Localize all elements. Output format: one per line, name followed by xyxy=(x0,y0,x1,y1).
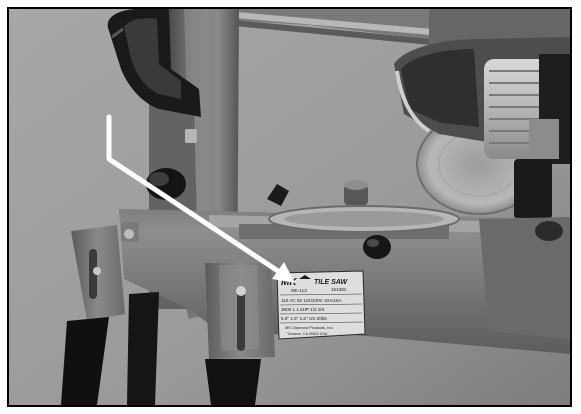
nameplate-footer: Torrance, CA 90503 USA xyxy=(287,332,328,336)
nameplate-maker: MK Diamond Products, Inc. xyxy=(285,325,334,330)
photo-frame: MK TILE SAW 151381 MK-113 110 AC 60 115/… xyxy=(7,7,572,407)
nameplate: MK TILE SAW 151381 MK-113 110 AC 60 115/… xyxy=(276,270,366,340)
overhead-rail xyxy=(199,9,570,49)
frame-end xyxy=(479,217,570,339)
right-leg xyxy=(205,263,275,405)
nameplate-code: 151381 xyxy=(331,287,347,292)
tile-saw-photo: MK TILE SAW 151381 MK-113 110 AC 60 115/… xyxy=(9,9,570,405)
left-leg xyxy=(61,222,159,405)
mk-logo-icon xyxy=(299,275,311,279)
table-plate xyxy=(267,180,460,233)
lock-knob xyxy=(363,235,391,259)
nameplate-line-2: 3600 1 1.5HP 1/2 3/4 xyxy=(281,307,325,312)
motor xyxy=(484,54,570,219)
nameplate-brand: MK xyxy=(281,277,297,288)
nameplate-line-1: 110 AC 60 115/230V 10A/15A xyxy=(281,298,343,303)
nameplate-model: MK-113 xyxy=(291,288,307,293)
nameplate-product: TILE SAW xyxy=(314,279,348,286)
nameplate-line-3: 5.0" 1.5" 1.6" US 2005 xyxy=(281,316,327,321)
pointer-arrow-icon xyxy=(106,114,295,283)
carry-handle xyxy=(107,9,201,117)
